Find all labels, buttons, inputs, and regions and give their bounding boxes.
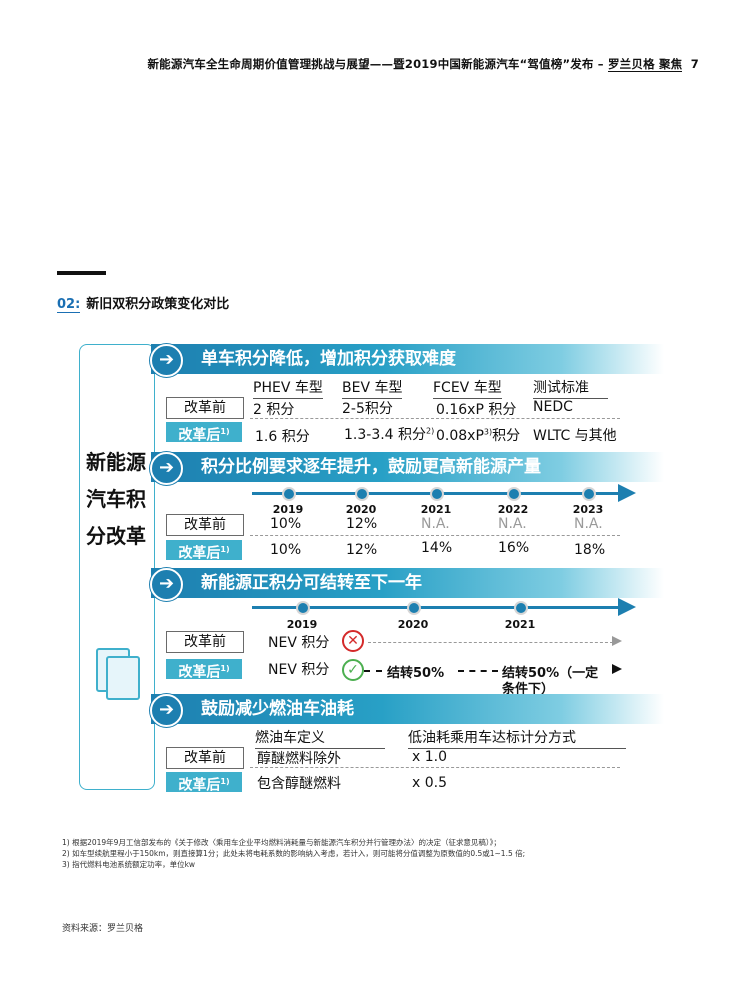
s1-before-phev: 2 积分 [253,402,295,418]
s4-header-def: 燃油车定义 [255,727,385,749]
black-arrowhead [612,664,622,674]
s2-before-value: 12% [346,516,378,532]
section-heading: 02: 新旧双积分政策变化对比 [57,293,230,313]
s1-before-test: NEDC [533,399,573,415]
gray-arrowhead [612,636,622,646]
s1-after-phev: 1.6 积分 [255,429,310,445]
s4-header-method: 低油耗乘用车达标计分方式 [408,727,626,749]
year-label: 2020 [397,618,429,631]
timeline-dot [407,601,421,615]
s2-before-value: N.A. [498,516,527,532]
year-label: 2019 [272,503,304,516]
s3-before-text: NEV 积分 [268,635,330,651]
label-before: 改革前 [166,747,244,769]
footnote: 2) 如车型续航里程小于150km，则直接算1分；此处未将电耗系数的影响纳入考虑… [62,849,526,858]
timeline-arrowhead [618,598,636,616]
carry-dash [458,670,498,672]
section-rule [57,271,106,275]
s1-header-test: 测试标准 [533,377,608,399]
label-before: 改革前 [166,397,244,419]
year-label: 2021 [420,503,452,516]
check-icon: ✓ [342,659,364,681]
arrow-right-circle-icon: ➔ [150,452,183,485]
timeline-dot [514,601,528,615]
s2-before-value: 10% [270,516,302,532]
year-label: 2021 [504,618,536,631]
left-category-title: 新能源汽车积分改革 [86,450,146,548]
label-after: 改革后1) [166,540,242,562]
s3-after-text: NEV 积分 [268,662,330,678]
timeline-line [252,606,620,609]
section1-band: 单车积分降低，增加积分获取难度 [151,344,664,374]
section2-band: 积分比例要求逐年提升，鼓励更高新能源产量 [151,452,664,482]
carry-dashed-line [368,642,613,643]
carry-dash [364,670,382,672]
s2-before-value: N.A. [421,516,450,532]
s3-carry-2b: 条件下） [502,682,555,697]
section3-band: 新能源正积分可结转至下一年 [151,568,664,598]
timeline-dot [296,601,310,615]
year-label: 2020 [345,503,377,516]
label-before: 改革前 [166,514,244,536]
s1-before-bev: 2-5积分 [342,401,393,417]
timeline-dot [507,487,521,501]
left-category-box [79,344,155,790]
section4-band: 鼓励减少燃油车油耗 [151,694,664,724]
s3-carry-1: 结转50% [387,666,445,681]
header-brand: 罗兰贝格 聚焦 [607,57,683,72]
section-title: 新旧双积分政策变化对比 [86,297,230,312]
arrow-right-circle-icon: ➔ [150,694,183,727]
s1-header-phev: PHEV 车型 [253,377,323,399]
label-before: 改革前 [166,631,244,653]
row-divider [250,535,620,536]
s1-after-fcev: 0.08xP3)积分 [436,427,521,444]
section-number: 02: [57,297,81,313]
arrow-right-circle-icon: ➔ [150,344,183,377]
label-after: 改革后1) [166,422,242,444]
row-divider [250,418,620,419]
timeline-dot [282,487,296,501]
footnote: 1) 根据2019年9月工信部发布的《关于修改〈乘用车企业平均燃料消耗量与新能源… [62,838,501,847]
s2-after-value: 10% [270,542,302,558]
header-title: 新能源汽车全生命周期价值管理挑战与展望——暨2019中国新能源汽车“驾值榜”发布… [147,57,608,71]
s1-header-fcev: FCEV 车型 [433,377,502,399]
timeline-dot [430,487,444,501]
footnote: 3) 指代燃料电池系统额定功率，单位kw [62,860,196,869]
cross-icon: ✕ [342,630,364,652]
label-after: 改革后1) [166,772,242,794]
timeline-dot [355,487,369,501]
s4-after-def: 包含醇醚燃料 [257,776,341,792]
year-label: 2019 [286,618,318,631]
timeline-arrowhead [618,484,636,502]
page-header: 新能源汽车全生命周期价值管理挑战与展望——暨2019中国新能源汽车“驾值榜”发布… [147,56,699,72]
s1-before-fcev: 0.16xP 积分 [436,402,517,418]
s1-after-test: WLTC 与其他 [533,428,617,444]
row-divider [250,767,620,768]
s1-header-bev: BEV 车型 [342,377,403,399]
s4-before-method: x 1.0 [412,749,447,765]
source-note: 资料来源：罗兰贝格 [62,924,144,934]
s2-after-value: 16% [498,540,530,556]
s1-after-bev: 1.3-3.4 积分2) [344,426,435,443]
s4-before-def: 醇醚燃料除外 [257,751,341,767]
s2-after-value: 12% [346,542,378,558]
timeline-dot [582,487,596,501]
arrow-right-circle-icon: ➔ [150,568,183,601]
s2-after-value: 18% [574,542,606,558]
s2-after-value: 14% [421,540,453,556]
year-label: 2023 [572,503,604,516]
page-number: 7 [690,57,699,71]
s3-carry-2: 结转50%（一定 [502,666,599,681]
label-after: 改革后1) [166,659,242,681]
s4-after-method: x 0.5 [412,775,447,791]
s2-before-value: N.A. [574,516,603,532]
year-label: 2022 [497,503,529,516]
